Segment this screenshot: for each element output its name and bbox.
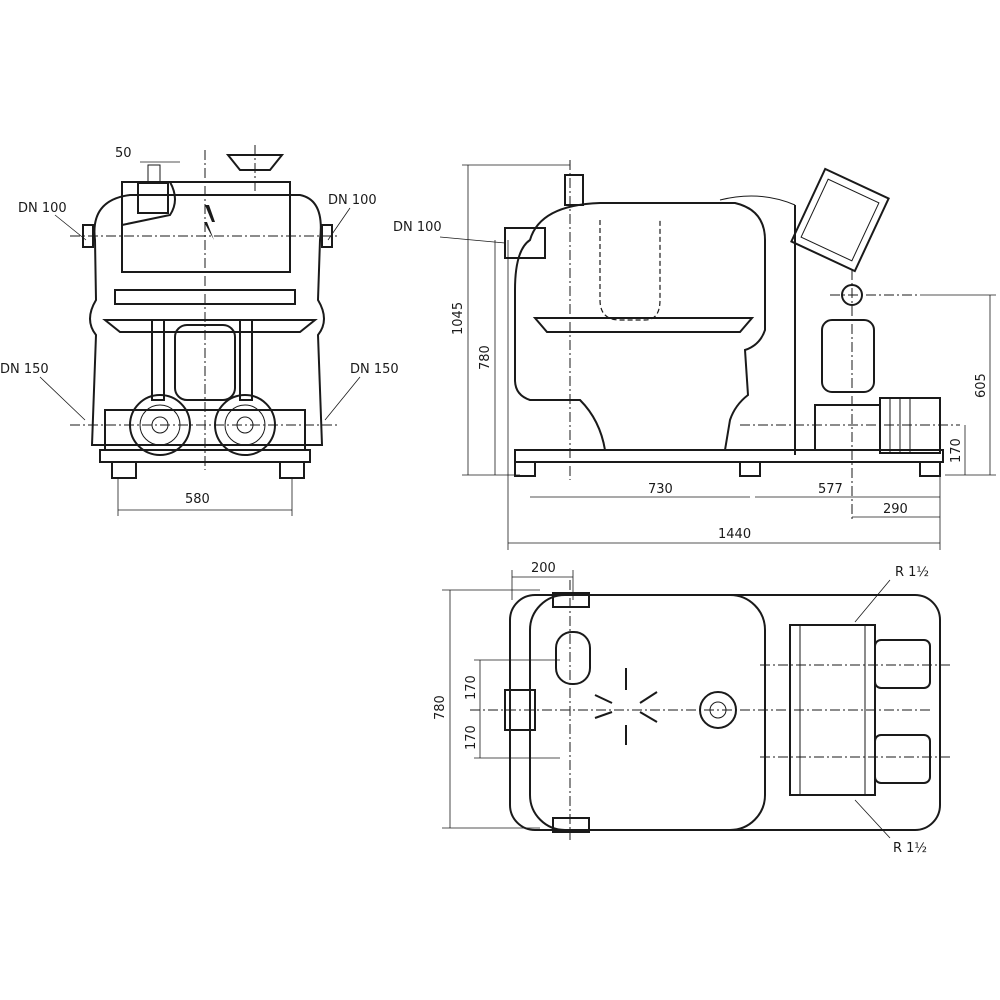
dim-total-length: 1440 — [718, 527, 751, 542]
dim-depth: 780 — [433, 695, 448, 720]
pressure-vessel-side — [821, 319, 875, 393]
vent-pipe-side — [564, 174, 584, 206]
dim-total-height: 1045 — [451, 302, 466, 335]
motor-top-upper — [874, 639, 931, 689]
label-outlet-right: DN 150 — [350, 362, 399, 377]
tank-body-side — [514, 202, 766, 451]
dim-inlet-offset: 200 — [531, 561, 556, 576]
inlet-top — [504, 689, 536, 731]
dim-upper-offset: 170 — [464, 675, 479, 700]
pump-side — [814, 404, 881, 451]
foot-right — [279, 461, 305, 479]
side-view: 1045 780 DN 100 730 577 290 1440 605 170 — [393, 160, 996, 550]
connection-bottom — [552, 817, 590, 833]
high-voltage-icon — [204, 205, 215, 240]
top-view: 200 780 170 170 R 1½ R 1½ — [433, 561, 950, 856]
tank-rib-side — [532, 317, 755, 333]
dim-width: 580 — [185, 492, 210, 507]
tank-top — [529, 594, 766, 831]
internal-pipe — [599, 220, 661, 321]
control-box — [121, 181, 291, 273]
riser-left — [151, 319, 165, 401]
label-inlet-right: DN 100 — [328, 193, 377, 208]
dim-pump-length: 577 — [818, 482, 843, 497]
front-view: 50 DN 100 DN 100 DN 150 DN 150 580 — [0, 145, 399, 516]
dim-pump-offset: 290 — [883, 502, 908, 517]
label-connection-top: R 1½ — [895, 565, 929, 580]
foot-left — [111, 461, 137, 479]
dim-control-height: 605 — [974, 373, 989, 398]
tank-body — [89, 194, 325, 446]
label-outlet-left: DN 150 — [0, 362, 49, 377]
dim-inlet-height: 780 — [478, 345, 493, 370]
dim-pump-height: 170 — [949, 438, 964, 463]
dim-top-pipe: 50 — [115, 146, 132, 161]
dim-lower-offset: 170 — [464, 725, 479, 750]
vent-funnel — [225, 154, 285, 171]
label-inlet-side: DN 100 — [393, 220, 442, 235]
top-pipe — [137, 182, 169, 214]
label-inlet-left: DN 100 — [18, 201, 67, 216]
control-box-notch — [121, 181, 176, 226]
base-frame-side — [514, 449, 944, 463]
connection-top — [552, 592, 590, 608]
motor-top-lower — [874, 734, 931, 784]
cable — [719, 195, 796, 206]
dim-tank-length: 730 — [648, 482, 673, 497]
control-panel — [790, 167, 890, 273]
riser-right — [239, 319, 253, 401]
inlet-pipe-side — [504, 227, 546, 259]
vent-opening — [555, 631, 591, 685]
label-connection-bottom: R 1½ — [893, 841, 927, 856]
tank-cross-mark — [594, 668, 658, 745]
